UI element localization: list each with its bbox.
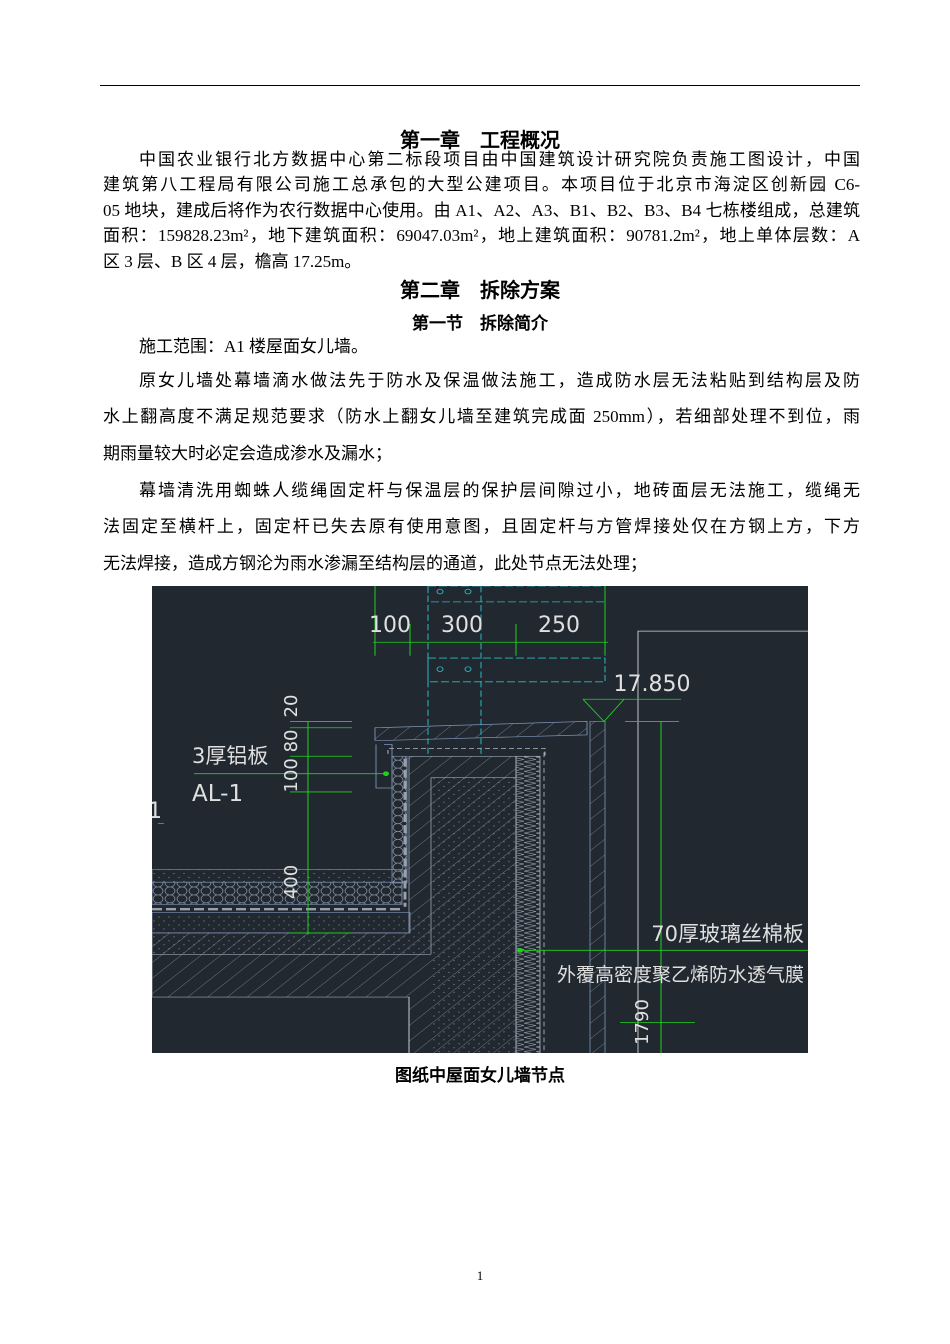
scope-text: 施工范围：A1 楼屋面女儿墙。 [139,337,369,356]
dim-100: 100 [369,613,411,638]
chapter2-title: 第二章 拆除方案 [400,278,560,302]
concrete-structure [151,755,517,1054]
dim-1790: 1790 [632,999,653,1045]
wall-insulation [515,721,606,1055]
membrane-label: 外覆高密度聚乙烯防水透气膜 [557,964,804,986]
parapet-detail-drawing: 100 300 250 17.850 20 100 80 400 1790 3厚… [148,585,808,1055]
header-rule [100,85,860,86]
para2-line: 幕墙清洗用蜘蛛人缆绳固定杆与保温层的保护层间隙过小，地砖面层无法施工，缆绳无 [139,481,860,500]
page-number: 1 [476,1268,484,1283]
aluminum-label: 3厚铝板 [192,744,268,768]
chapter1-line: 建筑第八工程局有限公司施工总承包的大型公建项目。本项目位于北京市海淀区创新园 C… [103,175,860,194]
al-code-label: AL-1 [192,781,243,807]
dim-250: 250 [538,613,580,638]
elevation-label: 17.850 [614,672,691,697]
dim-300: 300 [441,613,483,638]
chapter1-line: 区 3 层、B 区 4 层，檐高 17.25m。 [103,252,362,271]
chapter1-line: 面积：159828.23m²，地下建筑面积：69047.03m²，地上建筑面积：… [103,226,860,245]
edge-mark: 1 [152,799,162,824]
para2-line: 无法焊接，造成方钢沦为雨水渗漏至结构层的通道，此处节点无法处理； [103,554,647,573]
para1-line: 水上翻高度不满足规范要求（防水上翻女儿墙至建筑完成面 250mm），若细部处理不… [103,407,860,426]
frame-lines [408,630,808,1054]
glass-wool-label: 70厚玻璃丝棉板 [651,922,804,946]
dimension-lines [158,586,808,1054]
roof-insulation-layers [151,755,411,934]
chapter1-line: 中国农业银行北方数据中心第二标段项目由中国建筑设计研究院负责施工图设计，中国 [139,150,860,169]
para1-line: 期雨量较大时必定会造成渗水及漏水； [103,444,392,463]
chapter1-title: 第一章 工程概况 [400,128,560,152]
section1-title: 第一节 拆除简介 [412,314,548,334]
leader-dots [383,771,523,953]
dim-400: 400 [281,865,302,899]
figure-caption: 图纸中屋面女儿墙节点 [395,1066,565,1086]
chapter1-line: 05 地块，建成后将作为农行数据中心使用。由 A1、A2、A3、B1、B2、B3… [103,201,860,220]
para1-line: 原女儿墙处幕墙滴水做法先于防水及保温做法施工，造成防水层无法粘贴到结构层及防 [139,371,860,390]
cad-drawing: 100 300 250 17.850 20 100 80 400 1790 3厚… [148,585,808,1055]
dim-100-80: 100 80 [281,730,302,793]
para2-line: 法固定至横杆上，固定杆已失去原有使用意图，且固定杆与方管焊接处仅在方钢上方，下方 [103,517,860,536]
dim-20: 20 [281,695,302,718]
